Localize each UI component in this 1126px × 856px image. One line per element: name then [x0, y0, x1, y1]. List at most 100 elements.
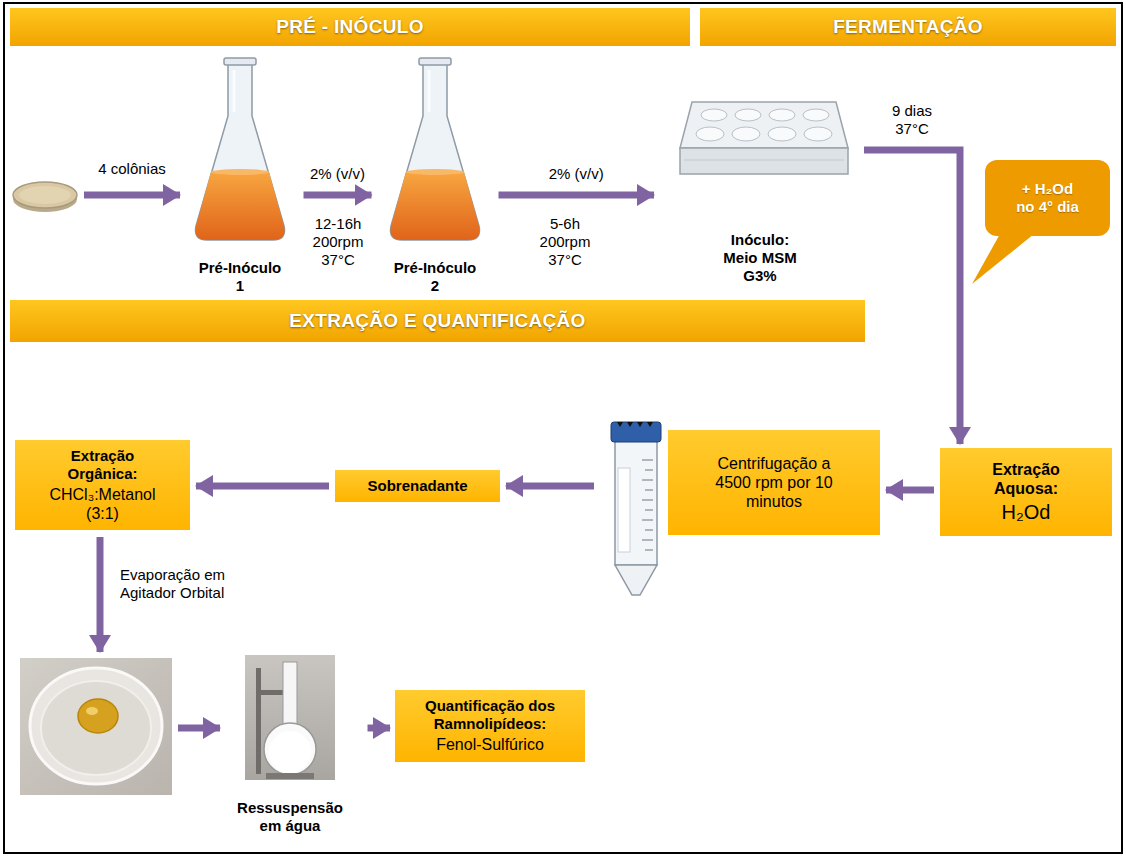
well-plate — [735, 109, 761, 121]
evaporation-dish-photo — [78, 699, 118, 733]
centrifuge-tube — [647, 422, 653, 427]
well-plate — [804, 127, 832, 141]
flask-photo-node: Ressuspensão em água — [218, 650, 363, 835]
centrifuge-tube — [642, 540, 653, 541]
centrifuge-tube — [645, 470, 653, 471]
outer-frame — [4, 3, 1122, 853]
node-text: Quantificação dos Ramnolipídeos: — [415, 697, 565, 733]
node-text: Pré-Inóculo 2 — [388, 259, 483, 295]
evaporation-dish-photo — [41, 681, 151, 775]
centrifuge-tube — [642, 500, 653, 501]
node-text: Extração Orgânica: — [48, 447, 158, 483]
node-subtext: Fenol-Sulfúrico — [436, 735, 544, 754]
centrifuge-tube — [615, 565, 657, 595]
petri-dish — [19, 186, 71, 204]
centrifuge-tube — [645, 530, 653, 531]
process-box: Centrifugação a 4500 rpm por 10 minutos — [668, 430, 880, 535]
callout-tail — [972, 234, 1034, 284]
flask-illustration — [195, 58, 284, 240]
flask-illustration — [390, 58, 479, 240]
centrifuge-tube — [645, 490, 653, 491]
evaporation-dish-photo — [86, 707, 98, 715]
process-box: Sobrenadante — [335, 470, 500, 502]
well-plate — [803, 109, 829, 121]
flow-arrow — [864, 150, 960, 444]
flow-arrow — [499, 192, 655, 199]
round-flask-photo — [245, 655, 335, 780]
round-flask-photo — [264, 723, 316, 775]
evaporation-dish-photo — [20, 658, 172, 795]
round-flask-photo — [256, 668, 261, 774]
centrifuge-tube — [645, 510, 653, 511]
centrifuge-tube — [618, 468, 630, 552]
evaporation-dish-photo — [20, 658, 172, 795]
centrifuge-tube — [627, 422, 633, 427]
centrifuge-tube — [611, 422, 661, 442]
flow-arrow — [368, 725, 391, 732]
node-text: Inóculo: Meio MSM G3% — [713, 231, 808, 285]
well-plate — [696, 127, 724, 141]
flow-arrow — [196, 483, 329, 490]
edge-label: 9 dias 37°C — [881, 102, 943, 138]
process-arrow — [178, 725, 220, 732]
flow-arrow — [304, 192, 372, 199]
edge-label: 2% (v/v) — [310, 165, 365, 183]
centrifuge-tube — [642, 460, 653, 461]
node-text: FERMENTAÇÃO — [833, 16, 983, 39]
well-plate — [768, 127, 796, 141]
node-text: Sobrenadante — [367, 477, 467, 495]
centrifuge-tube — [645, 550, 653, 551]
callout-bubble: + H₂Od no 4° dia — [985, 160, 1110, 236]
section-header: EXTRAÇÃO E QUANTIFICAÇÃO — [10, 300, 865, 342]
petri-dish — [13, 182, 77, 212]
well-plate — [701, 109, 727, 121]
process-box: Extração Orgânica:CHCl₃:Metanol (3:1) — [15, 440, 190, 530]
round-flask-photo — [269, 731, 311, 773]
centrifuge-tube — [637, 422, 643, 427]
annotation-label: 5-6h 200rpm 37°C — [532, 215, 598, 269]
node-text: + H₂Od no 4° dia — [1012, 180, 1084, 216]
process-box: Extração Aquosa:H₂Od — [940, 448, 1112, 536]
centrifuge-node: Centrifugação a 4500 rpm por 10 minutos — [600, 420, 880, 598]
section-header: PRÉ - INÓCULO — [10, 8, 690, 46]
round-flask-photo — [258, 690, 284, 695]
well-plate — [769, 109, 795, 121]
node-text: Extração Aquosa: — [971, 460, 1081, 498]
petri-dish — [13, 182, 77, 208]
node-subtext: CHCl₃:Metanol (3:1) — [43, 485, 163, 523]
centrifuge-tube — [617, 422, 623, 427]
flow-arrow — [886, 487, 934, 494]
centrifuge-tube — [611, 422, 661, 595]
annotation-label: 12-16h 200rpm 37°C — [305, 215, 371, 269]
centrifuge-tube — [642, 520, 653, 521]
node-text: Ressuspensão em água — [228, 799, 353, 835]
centrifuge-tube — [642, 480, 653, 481]
well-plate — [680, 102, 848, 148]
flask-node: Pré-Inóculo 2 — [378, 55, 493, 295]
process-arrow — [97, 537, 104, 652]
annotation-label: Evaporação em Agitador Orbital — [120, 566, 245, 602]
edge-label: 2% (v/v) — [549, 165, 604, 183]
round-flask-photo — [245, 655, 335, 780]
node-text: Pré-Inóculo 1 — [193, 259, 288, 295]
flask-node: Pré-Inóculo 1 — [183, 55, 298, 295]
node-subtext: H₂Od — [1002, 500, 1051, 524]
evaporation-dish-photo — [30, 668, 162, 784]
process-arrow — [84, 192, 180, 199]
plate-node: Inóculo: Meio MSM G3% — [660, 95, 860, 285]
node-text: Centrifugação a 4500 rpm por 10 minutos — [704, 454, 844, 512]
annotation-label: 4 colônias — [88, 160, 176, 178]
well-plate — [680, 148, 848, 174]
well-plate — [732, 127, 760, 141]
well-plate — [684, 160, 844, 161]
centrifuge-tube — [615, 440, 657, 565]
round-flask-photo — [266, 773, 314, 779]
well-plate — [680, 102, 848, 174]
section-header: FERMENTAÇÃO — [700, 8, 1116, 46]
flow-arrow — [506, 483, 594, 490]
node-text: EXTRAÇÃO E QUANTIFICAÇÃO — [289, 310, 585, 333]
process-box: Quantificação dos Ramnolipídeos: Fenol-Su… — [395, 690, 585, 762]
round-flask-photo — [283, 662, 297, 726]
